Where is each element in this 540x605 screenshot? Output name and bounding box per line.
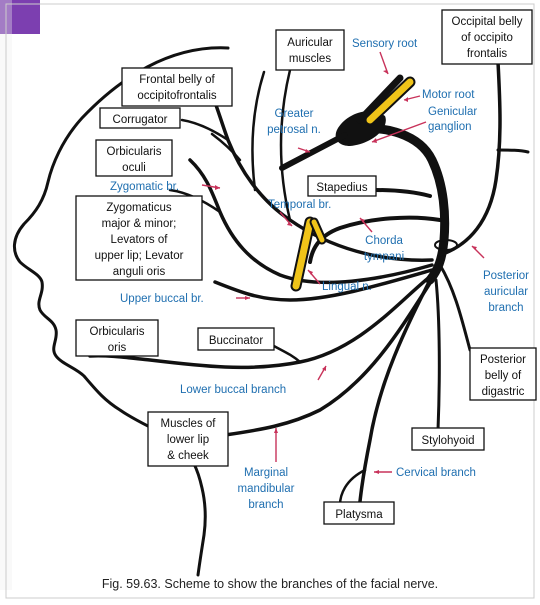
sensory-root-label: Sensory root [352,38,418,50]
stylohyoid-box: Stylohyoid [412,428,484,450]
svg-text:Corrugator: Corrugator [113,114,168,126]
platysma-box: Platysma [324,502,394,524]
buccinator-box: Buccinator [198,328,274,350]
motor-root-label: Motor root [422,89,475,101]
lingual-n-label: Lingual n. [322,281,372,293]
svg-text:Buccinator: Buccinator [209,335,264,347]
figure-caption: Fig. 59.63. Scheme to show the branches … [102,577,438,591]
svg-text:Stapedius: Stapedius [316,182,367,194]
auricular-muscle-twig [498,150,528,152]
cervical-branch [358,280,430,520]
corrugator-box: Corrugator [100,108,180,128]
stylohyoid-branch [436,280,439,430]
greater-petrosal-nerve [282,135,345,168]
cervical-branch-label: Cervical branch [396,467,476,479]
stapedius-box: Stapedius [308,176,376,196]
svg-text:Platysma: Platysma [335,509,383,521]
lower-buccal-label: Lower buccal branch [180,384,286,396]
zygomatic-br-label: Zygomatic br. [110,181,179,193]
upper-buccal-label: Upper buccal br. [120,293,204,305]
digastric-branch [440,265,470,350]
temporal-br-label: Temporal br. [268,199,331,211]
temporal-twig-3 [281,70,290,220]
stapedius-nerve [375,190,430,196]
svg-text:Stylohyoid: Stylohyoid [421,435,474,447]
buccinator-twig [272,345,300,362]
temporal-twig-4 [252,72,264,190]
